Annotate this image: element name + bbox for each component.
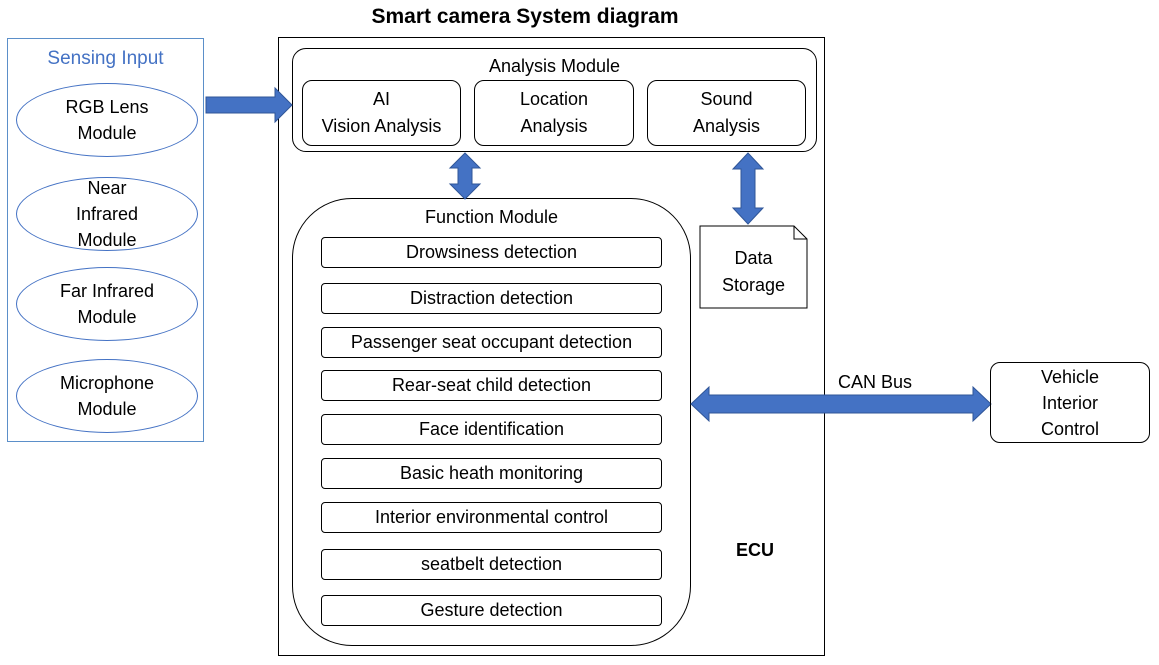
far-infrared-module: Far Infrared Module [16, 267, 198, 341]
data-storage-shape [699, 225, 808, 309]
location-analysis: Location Analysis [474, 80, 634, 146]
sensing-input-title: Sensing Input [47, 48, 164, 69]
function-item: Passenger seat occupant detection [321, 327, 662, 358]
function-item: Basic heath monitoring [321, 458, 662, 489]
ai-vision-analysis: AI Vision Analysis [302, 80, 461, 146]
data-storage-label: Data Storage [721, 248, 786, 295]
ecu-label: ECU [736, 540, 775, 560]
analysis-module-title: Analysis Module [488, 56, 621, 76]
microphone-module: Microphone Module [16, 359, 198, 433]
can-bus-arrow [690, 385, 992, 423]
near-infrared-module: Near Infrared Module [16, 177, 198, 251]
ecu-box [278, 37, 825, 656]
sound-analysis: Sound Analysis [647, 80, 806, 146]
sensing-to-analysis-arrow [205, 86, 293, 124]
analysis-module [292, 48, 817, 152]
function-item: Interior environmental control [321, 502, 662, 533]
function-module-title: Function Module [424, 207, 559, 227]
can-bus-label: CAN Bus [838, 372, 913, 392]
sensing-input-panel: Sensing Input RGB Lens Module Near Infra… [7, 38, 204, 442]
function-item: Distraction detection [321, 283, 662, 314]
analysis-storage-arrow [731, 152, 765, 225]
function-module [292, 198, 691, 646]
function-item: seatbelt detection [321, 549, 662, 580]
vehicle-interior-control: Vehicle Interior Control [990, 362, 1150, 443]
function-item: Gesture detection [321, 595, 662, 626]
rgb-lens-module: RGB Lens Module [16, 83, 198, 157]
analysis-function-arrow [448, 152, 482, 200]
function-item: Face identification [321, 414, 662, 445]
diagram-title: Smart camera System diagram [371, 5, 679, 28]
function-item: Rear-seat child detection [321, 370, 662, 401]
function-item: Drowsiness detection [321, 237, 662, 268]
